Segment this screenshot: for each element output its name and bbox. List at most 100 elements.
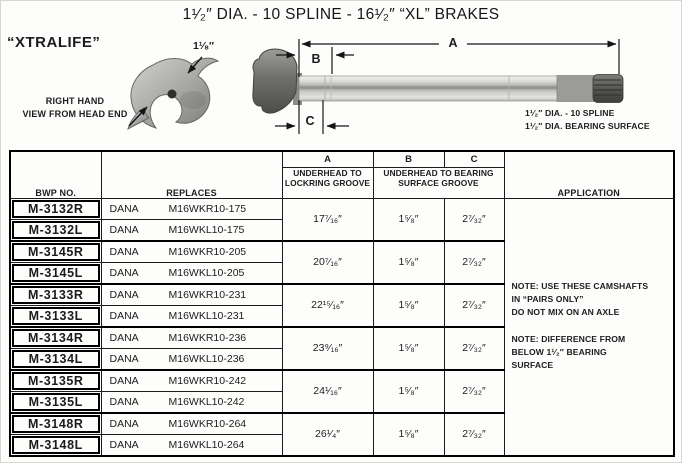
table-header-row-letters: BWP NO. REPLACES A B C APPLICATION <box>9 150 675 199</box>
part-number: M-3133L <box>12 306 100 325</box>
dim-a-value: 23⁹⁄₁₆″ <box>281 326 374 371</box>
dim-c-value: 2⁷⁄₃₂″ <box>443 326 505 371</box>
header-col-c: C <box>443 150 505 168</box>
dimension-c-label: C <box>305 114 315 128</box>
replaces-brand: DANA <box>109 374 139 387</box>
camshaft-side-view <box>252 48 624 114</box>
part-number: M-3134L <box>12 349 100 368</box>
view-label-line2: VIEW FROM HEAD END <box>22 109 128 119</box>
replaces-brand: DANA <box>109 331 139 344</box>
dim-b-value: 1⁵⁄₈″ <box>372 197 445 242</box>
table-row: M-3148L DANA M16WKL10-264 <box>9 433 674 457</box>
part-number: M-3132R <box>12 199 100 218</box>
replaces-part: M16WKR10-175 <box>168 202 247 215</box>
header-replaces: REPLACES <box>100 150 283 199</box>
dim-b-value: 1⁵⁄₈″ <box>372 369 445 414</box>
dimension-b-label: B <box>311 52 321 66</box>
replaces-brand: DANA <box>109 417 139 430</box>
table-row: M-3135L DANA M16WKL10-242 <box>9 390 674 414</box>
replaces-brand: DANA <box>109 288 139 301</box>
table-row: M-3134R DANA M16WKR10-236 23⁹⁄₁₆″ 1⁵⁄₈″ 2… <box>9 326 674 371</box>
cam-size-arrow <box>187 56 203 74</box>
dim-a-value: 26¹⁄₄″ <box>281 412 374 457</box>
header-col-b: B <box>372 150 445 168</box>
header-bwp: BWP NO. <box>9 150 102 199</box>
table-row: M-3148R DANA M16WKR10-264 26¹⁄₄″ 1⁵⁄₈″ 2⁷… <box>9 412 674 457</box>
view-orientation-label: RIGHT HAND VIEW FROM HEAD END <box>11 95 139 121</box>
part-number: M-3134R <box>12 328 100 347</box>
dim-a-value: 22¹⁵⁄₁₆″ <box>281 283 374 328</box>
camshaft-diagram-illustration <box>127 39 624 134</box>
dim-c-value: 2⁷⁄₃₂″ <box>443 240 505 285</box>
replaces-part: M16WKL10-264 <box>168 438 245 451</box>
dim-c-value: 2⁷⁄₃₂″ <box>443 369 505 414</box>
replaces-brand: DANA <box>109 223 139 236</box>
part-number: M-3145L <box>12 263 100 282</box>
replaces-brand: DANA <box>109 352 139 365</box>
dim-b-value: 1⁵⁄₈″ <box>372 240 445 285</box>
bearing-difference-note: NOTE: DIFFERENCE FROM BELOW 1¹⁄₂″ BEARIN… <box>511 333 626 370</box>
part-number: M-3145R <box>12 242 100 261</box>
cam-head-front-view <box>127 57 220 131</box>
replaces-part: M16WKL10-205 <box>168 266 245 279</box>
dim-c-value: 2⁷⁄₃₂″ <box>443 283 505 328</box>
dim-b-value: 1⁵⁄₈″ <box>372 283 445 328</box>
part-number: M-3135R <box>12 371 100 390</box>
dim-b-value: 1⁵⁄₈″ <box>372 412 445 457</box>
view-label-line1: RIGHT HAND <box>45 96 105 106</box>
camshaft-spec-table: BWP NO. REPLACES A B C APPLICATION UNDER… <box>9 150 675 457</box>
cam-center-hole <box>167 89 177 99</box>
replaces-brand: DANA <box>109 245 139 258</box>
replaces-part: M16WKL10-242 <box>168 395 245 408</box>
part-number: M-3132L <box>12 220 100 239</box>
dim-c-value: 2⁷⁄₃₂″ <box>443 197 505 242</box>
replaces-brand: DANA <box>109 438 139 451</box>
table-row: M-3132R DANA M16WKR10-175 17⁷⁄₁₆″ 1⁵⁄₈″ 2… <box>9 197 675 456</box>
replaces-part: M16WKL10-231 <box>168 309 245 322</box>
replaces-brand: DANA <box>109 266 139 279</box>
replaces-part: M16WKR10-231 <box>168 288 247 301</box>
dimension-a-label: A <box>448 36 458 50</box>
table-row: M-3134L DANA M16WKL10-236 <box>9 347 674 371</box>
dim-a-value: 24¹⁄₁₆″ <box>281 369 374 414</box>
page-title: 1¹⁄₂″ DIA. - 10 SPLINE - 16¹⁄₂″ “XL” BRA… <box>182 6 500 23</box>
table-row: M-3145L DANA M16WKL10-205 <box>9 261 674 285</box>
shaft-spec-line2: 1¹⁄₂″ DIA. BEARING SURFACE <box>525 121 650 131</box>
replaces-part: M16WKR10-264 <box>168 417 247 430</box>
replaces-brand: DANA <box>109 309 139 322</box>
part-number: M-3135L <box>12 392 100 411</box>
header-col-a: A <box>281 150 374 168</box>
replaces-brand: DANA <box>109 395 139 408</box>
replaces-part: M16WKR10-205 <box>168 245 247 258</box>
table-header-row-descriptions: UNDERHEAD TO LOCKRING GROOVE UNDERHEAD T… <box>10 166 674 199</box>
table-row: M-3133L DANA M16WKL10-231 <box>9 304 674 328</box>
header-bc-description: UNDERHEAD TO BEARING SURFACE GROOVE <box>372 166 505 199</box>
replaces-part: M16WKL10-236 <box>168 352 245 365</box>
dimension-lines <box>275 39 620 134</box>
dim-b-value: 1⁵⁄₈″ <box>372 326 445 371</box>
part-number: M-3148L <box>12 435 100 454</box>
part-number: M-3133R <box>12 285 100 304</box>
pairs-only-note: NOTE: USE THESE CAMSHAFTS IN “PAIRS ONLY… <box>511 280 649 317</box>
replaces-part: M16WKL10-175 <box>168 223 245 236</box>
table-row: M-3135R DANA M16WKR10-242 24¹⁄₁₆″ 1⁵⁄₈″ 2… <box>9 369 674 414</box>
table-row: M-3132L DANA M16WKL10-175 <box>9 218 674 242</box>
part-number: M-3148R <box>12 414 100 433</box>
spline-section <box>592 74 624 103</box>
replaces-brand: DANA <box>109 202 139 215</box>
header-application: APPLICATION <box>503 150 675 199</box>
replaces-part: M16WKR10-242 <box>168 374 247 387</box>
application-cell: NOTE: USE THESE CAMSHAFTS IN “PAIRS ONLY… <box>503 197 675 456</box>
application-notes: NOTE: USE THESE CAMSHAFTS IN “PAIRS ONLY… <box>505 199 674 372</box>
cam-lobe-arrow <box>128 106 148 127</box>
dim-a-value: 17⁷⁄₁₆″ <box>281 197 374 242</box>
brand-label: “XTRALIFE” <box>7 34 101 51</box>
shaft-spec-line1: 1¹⁄₂″ DIA. - 10 SPLINE <box>525 108 615 118</box>
cam-size-label: 1¹⁄₈″ <box>193 40 215 52</box>
dim-c-value: 2⁷⁄₃₂″ <box>443 412 505 457</box>
header-a-description: UNDERHEAD TO LOCKRING GROOVE <box>281 166 374 199</box>
replaces-part: M16WKR10-236 <box>168 331 247 344</box>
